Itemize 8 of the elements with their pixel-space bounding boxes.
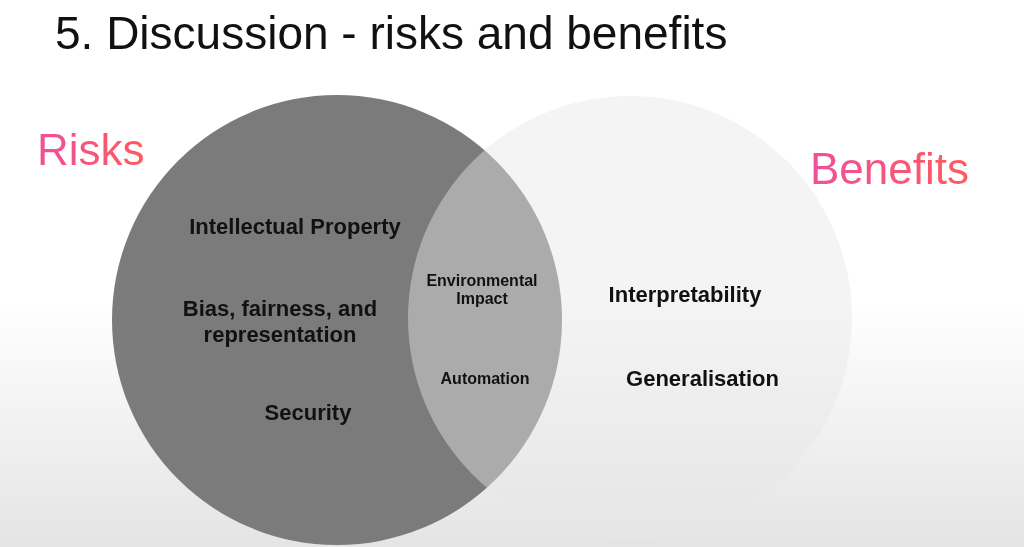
set-item-text: Security — [263, 400, 353, 426]
set-item-text: Bias, fairness, and representation — [181, 296, 379, 348]
set-item-text: Interpretability — [607, 282, 763, 308]
set-item-text: Automation — [439, 370, 531, 388]
set-item-text: Generalisation — [625, 366, 780, 392]
set-item-text: Intellectual Property — [188, 214, 402, 240]
set-item-text: Environmental Impact — [425, 272, 539, 308]
slide-title: 5. Discussion - risks and benefits — [55, 6, 728, 60]
